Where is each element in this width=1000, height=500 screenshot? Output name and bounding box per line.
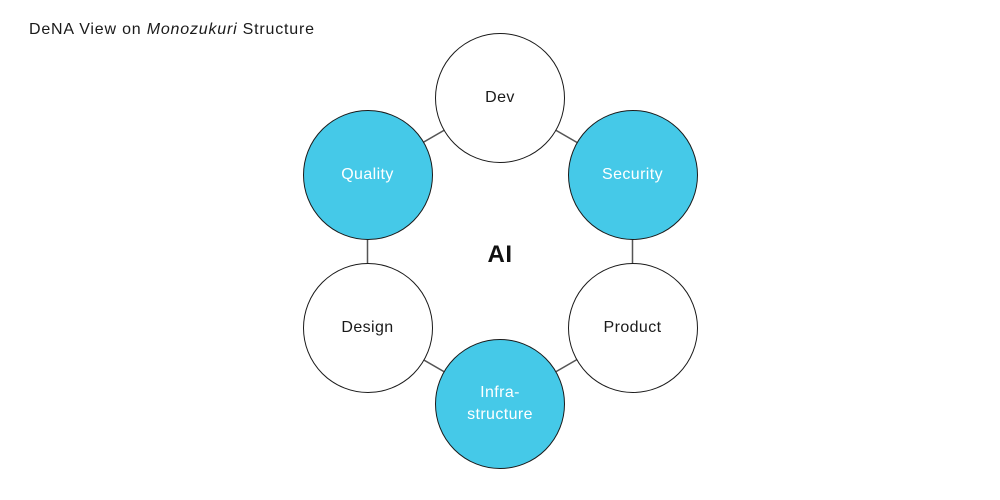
node-label-design: Design	[341, 318, 394, 336]
diagram-title: DeNA View on Monozukuri Structure	[29, 21, 315, 39]
node-quality: Quality	[302, 109, 433, 240]
title-suffix: Structure	[237, 21, 315, 38]
node-dev: Dev	[435, 33, 565, 163]
node-infrastructure: Infra-structure	[435, 339, 565, 469]
node-label-infrastructure: Infra-	[480, 384, 520, 402]
node-label-infrastructure: structure	[467, 406, 533, 423]
node-label-product: Product	[603, 318, 662, 336]
node-label-security: Security	[602, 165, 663, 183]
node-label-dev: Dev	[485, 89, 515, 107]
node-design: Design	[302, 262, 433, 393]
node-label-quality: Quality	[341, 165, 394, 183]
center-label: AI	[487, 241, 513, 268]
title-italic-word: Monozukuri	[146, 21, 238, 38]
node-product: Product	[567, 262, 698, 393]
node-security: Security	[567, 109, 698, 240]
title-prefix: DeNA View on	[29, 21, 147, 38]
